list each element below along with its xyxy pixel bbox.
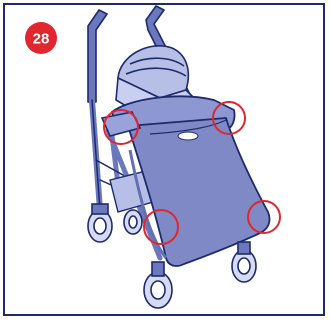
step-badge: 28	[25, 22, 57, 54]
front-right-wheel	[232, 242, 256, 282]
rear-left-wheel	[88, 204, 112, 242]
rear-right-wheel	[124, 210, 142, 234]
left-handle-tube	[88, 10, 107, 102]
brand-logo	[178, 132, 198, 140]
step-number: 28	[33, 31, 50, 48]
front-left-wheel	[144, 262, 172, 308]
